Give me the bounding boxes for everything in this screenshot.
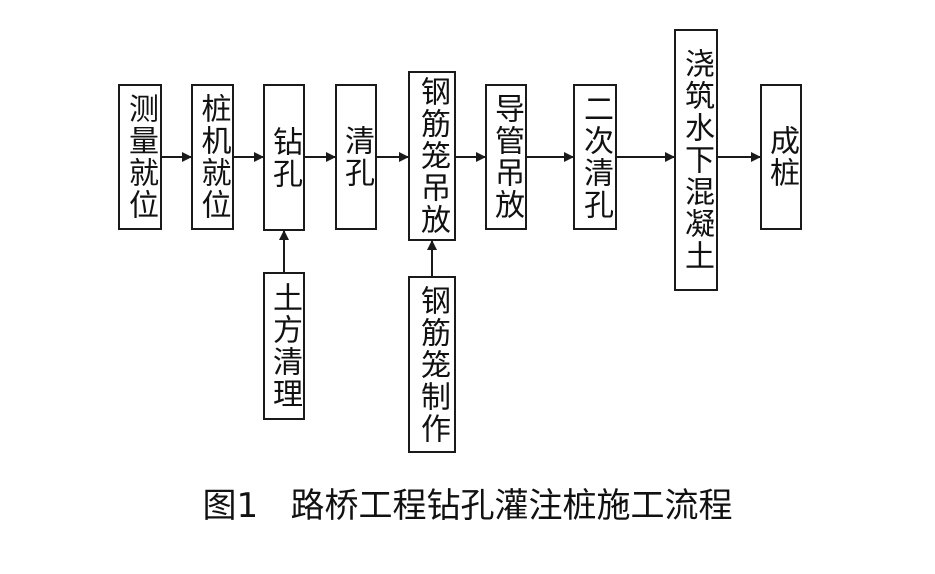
step-rig-box: 桩机就位 <box>191 84 234 230</box>
step-tremie-hoist-label: 导管吊放 <box>489 93 524 221</box>
step-finish-box: 成桩 <box>760 84 802 230</box>
step-cage-hoist-label: 钢筋笼吊放 <box>415 76 450 236</box>
step-cage-hoist-box: 钢筋笼吊放 <box>408 71 456 241</box>
figure-caption: 图1 路桥工程钻孔灌注桩施工流程 <box>202 486 733 526</box>
step-rig-label: 桩机就位 <box>195 93 231 221</box>
step-drill-box: 钻孔 <box>263 84 305 231</box>
step-second-clean-box: 二次清孔 <box>573 84 617 230</box>
step-tremie-hoist-box: 导管吊放 <box>485 84 527 230</box>
step-pour-label: 浇筑水下混凝土 <box>679 48 714 272</box>
step-clean-box: 清孔 <box>335 84 377 230</box>
step-earth-clear-box: 土方清理 <box>263 272 305 420</box>
step-cage-make-box: 钢筋笼制作 <box>408 276 456 453</box>
step-second-clean-label: 二次清孔 <box>578 93 613 221</box>
step-survey-box: 测量就位 <box>118 84 162 230</box>
step-drill-label: 钻孔 <box>267 125 302 190</box>
step-clean-label: 清孔 <box>339 125 374 189</box>
step-finish-label: 成桩 <box>764 125 799 189</box>
step-survey-label: 测量就位 <box>123 93 158 221</box>
step-cage-make-label: 钢筋笼制作 <box>415 284 450 445</box>
step-pour-box: 浇筑水下混凝土 <box>674 29 718 291</box>
step-earth-clear-label: 土方清理 <box>267 282 302 410</box>
